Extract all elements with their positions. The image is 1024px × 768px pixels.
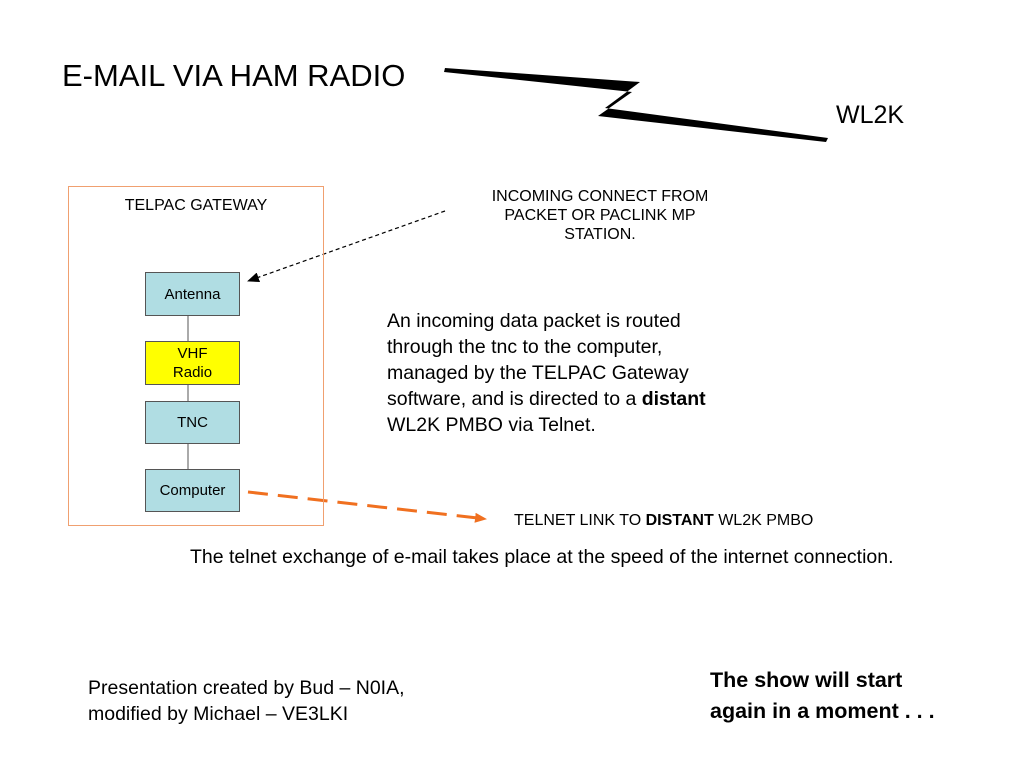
credits: Presentation created by Bud – N0IA, modi… <box>88 675 405 727</box>
credits-line1: Presentation created by Bud – N0IA, <box>88 677 405 699</box>
incoming-connect-line1: INCOMING CONNECT FROM <box>491 188 709 205</box>
incoming-connect-label: INCOMING CONNECT FROM PACKET OR PACLINK … <box>450 187 750 244</box>
vhf-radio-box: VHF Radio <box>145 341 240 385</box>
tnc-box: TNC <box>145 401 240 444</box>
telnet-link-label: TELNET LINK TO DISTANT WL2K PMBO <box>514 512 813 530</box>
telnet-link-pre: TELNET LINK TO <box>514 512 646 529</box>
speed-note: The telnet exchange of e-mail takes plac… <box>190 546 894 568</box>
telnet-link-arrow <box>247 490 487 523</box>
explanation-line4: software, and is directed to a <box>387 388 642 410</box>
explanation-distant-emphasis: distant <box>641 388 706 410</box>
telnet-link-distant: DISTANT <box>645 512 714 529</box>
vhf-radio-label-line1: VHF <box>177 345 208 362</box>
show-notice: The show will start again in a moment . … <box>710 665 935 727</box>
antenna-box: Antenna <box>145 272 240 316</box>
telnet-link-post: WL2K PMBO <box>713 512 814 529</box>
vhf-radio-label-line2: Radio <box>172 364 213 381</box>
show-notice-line1: The show will start <box>710 668 903 692</box>
lightning-bolt-icon <box>444 68 828 142</box>
show-notice-line2: again in a moment . . . <box>710 699 935 723</box>
vhf-radio-label: VHF Radio <box>173 344 212 382</box>
telpac-gateway-title: TELPAC GATEWAY <box>124 197 268 214</box>
computer-label: Computer <box>159 482 226 499</box>
slide-title: E-MAIL VIA HAM RADIO <box>62 58 406 93</box>
explanation-paragraph: An incoming data packet is routed throug… <box>387 308 787 438</box>
explanation-line1: An incoming data packet is routed <box>387 310 681 332</box>
computer-box: Computer <box>145 469 240 512</box>
telpac-gateway-frame <box>68 186 324 526</box>
antenna-label: Antenna <box>164 285 221 303</box>
credits-line2: modified by Michael – VE3LKI <box>88 703 349 725</box>
explanation-line5: WL2K PMBO via Telnet. <box>387 414 596 436</box>
incoming-connect-line3: STATION. <box>564 226 636 243</box>
wl2k-label: WL2K <box>836 101 905 129</box>
explanation-line3: managed by the TELPAC Gateway <box>387 362 689 384</box>
incoming-connect-line2: PACKET OR PACLINK MP <box>504 207 696 224</box>
tnc-label: TNC <box>177 414 208 431</box>
explanation-line2: through the tnc to the computer, <box>387 336 663 358</box>
